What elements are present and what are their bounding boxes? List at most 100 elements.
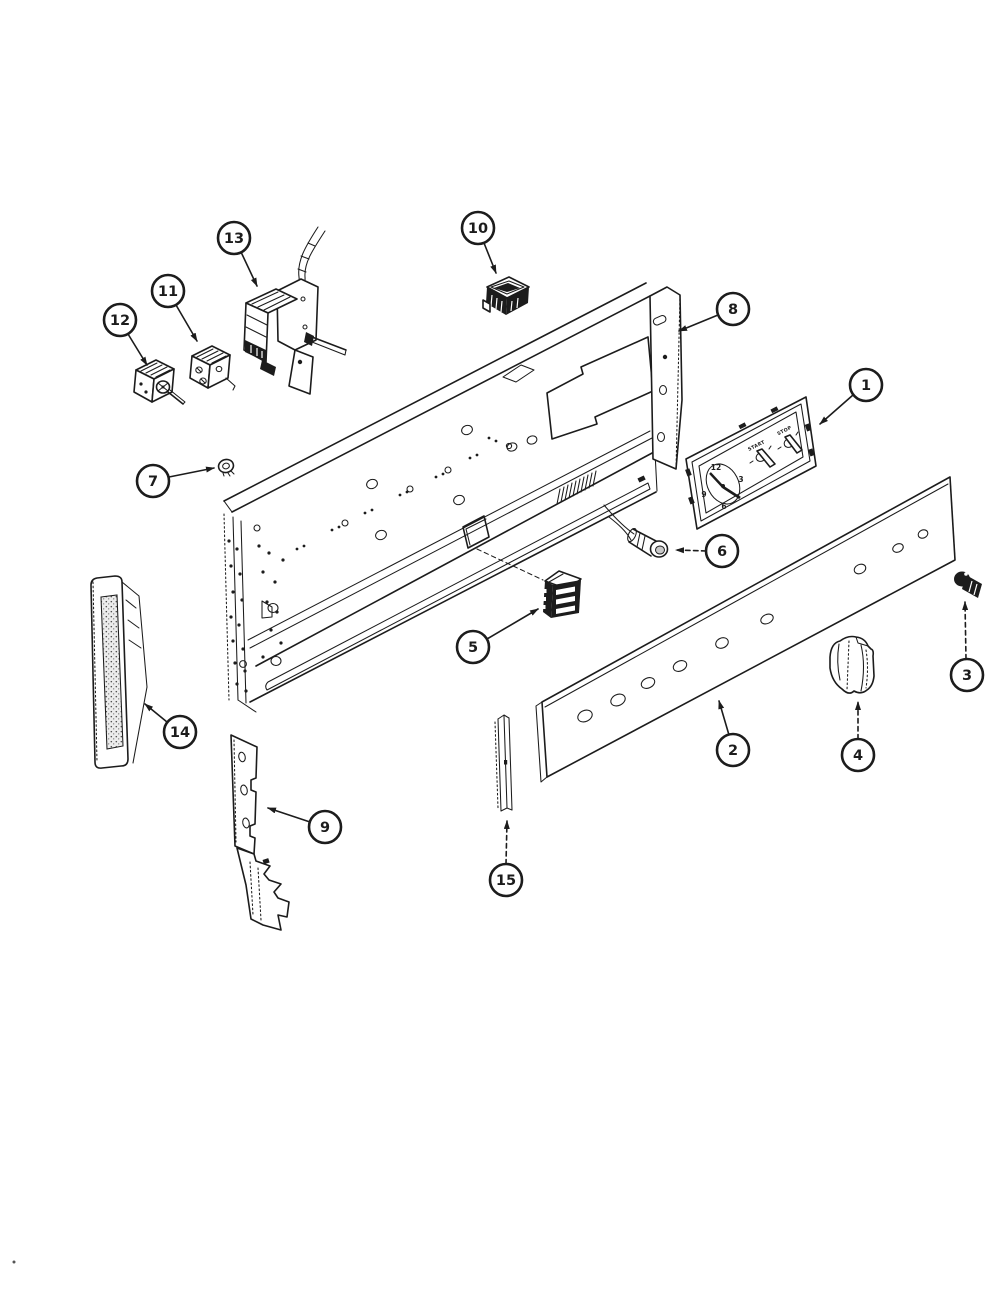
panel-left-inner-edge	[232, 516, 239, 701]
panel-fold-line-2	[249, 437, 653, 649]
control-knob	[829, 635, 875, 694]
callout-3[interactable]: 3	[949, 601, 985, 693]
strip-edge-texture	[494, 721, 499, 809]
clock-frame-outer	[685, 396, 817, 530]
clock-timer-assembly: 12 3 9 6 START STOP	[685, 396, 817, 530]
grommet	[217, 458, 235, 477]
rocker-mount-tab	[482, 299, 491, 313]
callout-12[interactable]: 12	[102, 302, 148, 366]
lamp-body-end	[627, 527, 637, 543]
panel-left-face-edge	[240, 520, 247, 704]
lamp-wire-2	[608, 516, 632, 541]
stray-mark	[12, 1260, 16, 1264]
knob-texture	[846, 640, 869, 691]
callout-8[interactable]: 8	[678, 291, 751, 332]
rail-notch	[637, 475, 646, 483]
knob-skirt-line	[860, 644, 865, 692]
stud-body	[962, 575, 982, 598]
callout-9[interactable]: 9	[267, 807, 343, 845]
clock-digit-9: 9	[701, 490, 706, 499]
end-cap	[90, 575, 148, 769]
callout-11[interactable]: 11	[150, 273, 198, 342]
switch11-terminal-wire	[225, 377, 236, 391]
callout-5[interactable]: 5	[455, 608, 539, 665]
bracket-clip	[262, 858, 270, 865]
rotary-switch	[133, 359, 186, 405]
svg-text:4: 4	[853, 748, 863, 764]
clock-hand-short	[709, 472, 724, 488]
vent-slots	[556, 470, 597, 505]
strip-caps	[497, 714, 513, 812]
front-panel-left-side	[535, 701, 548, 783]
panel-clip-tab	[261, 600, 273, 619]
stud-highlight	[964, 572, 968, 576]
callout-4[interactable]: 4	[840, 701, 876, 773]
callout-1[interactable]: 1	[819, 367, 884, 425]
callouts: 1 2 3 4 5 6 7	[102, 210, 985, 898]
wired-selector-switch	[243, 226, 347, 395]
panel-top-front-edge	[231, 295, 651, 513]
dashed-leader-line	[476, 548, 544, 581]
start-knob-handle	[756, 448, 776, 468]
panel-slide-rail	[265, 482, 651, 691]
grommet-outer	[217, 458, 235, 474]
panel-left-bottom-tab	[237, 699, 257, 713]
panel-slot-cutout	[502, 364, 535, 383]
clock-mounting-clips	[685, 406, 815, 505]
end-cap-edge-texture	[92, 581, 98, 763]
terminal-switch-block	[542, 570, 582, 618]
callout-13[interactable]: 13	[216, 220, 258, 287]
svg-text:10: 10	[468, 221, 488, 237]
panel-face-holes	[295, 424, 538, 551]
clock-hand-hub	[721, 484, 725, 488]
strip-clip	[504, 760, 508, 765]
knob-front-crease	[837, 643, 841, 681]
dial-ring-gap	[733, 463, 744, 475]
front-panel-right-cut-edge	[949, 476, 956, 561]
svg-text:9: 9	[320, 820, 330, 836]
callout-2[interactable]: 2	[715, 700, 751, 768]
callout-7[interactable]: 7	[135, 463, 215, 499]
lamp-body-ribs	[636, 532, 646, 551]
svg-text:7: 7	[148, 474, 158, 490]
panel-left-cut-edge	[223, 513, 230, 701]
svg-text:3: 3	[962, 668, 972, 684]
callout-14[interactable]: 14	[144, 703, 198, 750]
grommet-inner	[222, 462, 230, 470]
clock-faceplate	[698, 411, 804, 514]
end-plate-hole-small	[662, 354, 668, 360]
rocker-switch	[482, 276, 530, 315]
switch13-lower-plate	[288, 349, 314, 395]
clock-frame-inner	[691, 403, 811, 522]
svg-text:2: 2	[728, 743, 738, 759]
panel-top-back-edge	[223, 282, 647, 502]
svg-text:5: 5	[468, 640, 478, 656]
front-panel-top-hem	[544, 483, 949, 708]
panel-bottom-edge	[249, 491, 657, 703]
switch-square-hole	[462, 515, 490, 549]
trim-strip	[494, 714, 513, 812]
panel-left-hole-field	[227, 524, 285, 693]
clock-digit-6: 6	[721, 502, 726, 511]
front-trim-panel	[535, 476, 956, 783]
end-plate-hole-1	[658, 384, 668, 396]
svg-text:1: 1	[861, 378, 871, 394]
lamp-wire-1	[603, 504, 635, 535]
block-slot-2	[556, 596, 575, 605]
callout-15[interactable]: 15	[488, 820, 524, 898]
knob-outline	[829, 635, 875, 694]
svg-text:8: 8	[728, 302, 738, 318]
bracket-lower-arm	[236, 847, 290, 931]
svg-text:11: 11	[158, 284, 178, 300]
callout-6[interactable]: 6	[675, 533, 740, 569]
callout-10[interactable]: 10	[460, 210, 497, 274]
infinite-switch	[189, 345, 236, 391]
panel-band-top-line	[255, 451, 655, 667]
clock-digit-12: 12	[711, 463, 721, 472]
switch12-shaft	[167, 391, 184, 405]
clock-digit-3: 3	[738, 475, 743, 484]
front-panel-face	[541, 476, 956, 778]
switch13-terminal	[260, 360, 276, 376]
